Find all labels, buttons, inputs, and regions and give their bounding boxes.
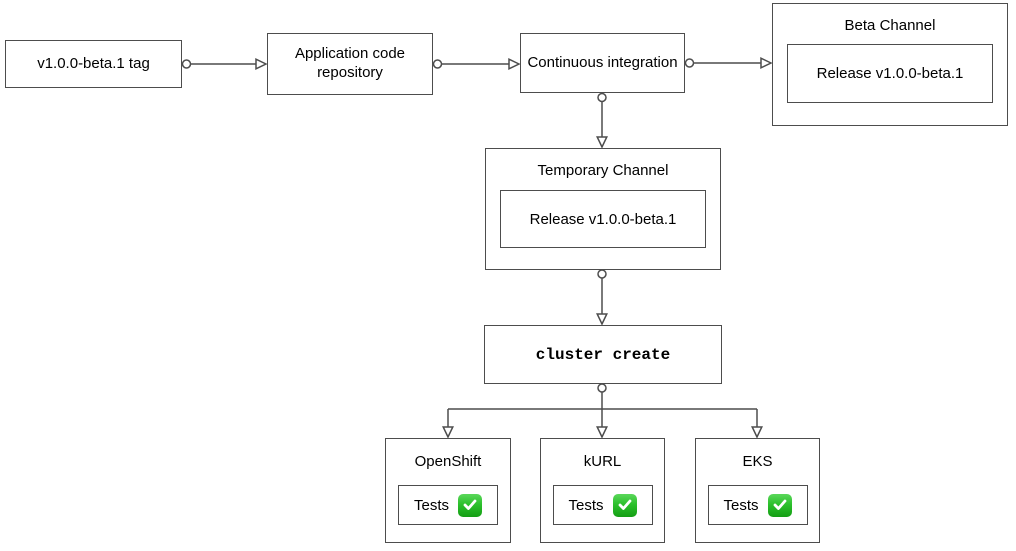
connector-cluster-create-to-clusters (442, 383, 763, 439)
check-mark-button-icon (458, 493, 482, 517)
tests-row: Tests (568, 493, 637, 517)
tests-label: Tests (568, 496, 604, 514)
check-mark-button-icon (612, 493, 637, 517)
node-beta-channel: Beta Channel Release v1.0.0-beta.1 (772, 3, 1008, 126)
cluster-kurl-tests-box: Tests (552, 485, 653, 525)
cluster-kurl-title: kURL (583, 453, 622, 470)
connector-repo-to-ci (432, 58, 521, 70)
cluster-openshift-tests-box: Tests (398, 485, 498, 525)
tests-label: Tests (413, 496, 449, 514)
cluster-openshift-title: OpenShift (414, 453, 482, 470)
check-mark-button-icon (767, 493, 792, 517)
temporary-channel-title: Temporary Channel (537, 162, 669, 179)
connector-tag-to-repo (181, 58, 268, 70)
temporary-channel-release-box: Release v1.0.0-beta.1 (500, 190, 706, 248)
node-cluster-openshift: OpenShift Tests (385, 438, 511, 543)
node-cluster-create: cluster create (484, 325, 722, 384)
beta-channel-release-box: Release v1.0.0-beta.1 (787, 44, 993, 103)
connector-temporary-channel-to-cluster-create (596, 269, 608, 326)
temporary-channel-release-label: Release v1.0.0-beta.1 (529, 210, 677, 228)
node-temporary-channel: Temporary Channel Release v1.0.0-beta.1 (485, 148, 721, 270)
node-cluster-create-label: cluster create (535, 345, 671, 364)
beta-channel-release-label: Release v1.0.0-beta.1 (816, 65, 964, 82)
beta-channel-title: Beta Channel (844, 17, 936, 34)
node-continuous-integration-label: Continuous integration (527, 53, 678, 71)
connector-ci-to-beta-channel (684, 57, 773, 69)
node-application-code-repository: Application code repository (267, 33, 433, 95)
node-cluster-eks: EKS Tests (695, 438, 820, 543)
tests-row: Tests (413, 493, 482, 517)
node-application-code-repository-label: Application code repository (294, 45, 406, 81)
node-cluster-kurl: kURL Tests (540, 438, 665, 543)
cluster-eks-title: EKS (742, 453, 773, 470)
node-version-tag: v1.0.0-beta.1 tag (5, 40, 182, 88)
cluster-eks-tests-box: Tests (707, 485, 808, 525)
tests-row: Tests (723, 493, 792, 517)
connector-ci-to-temporary-channel (596, 92, 608, 149)
tests-label: Tests (723, 496, 759, 514)
node-version-tag-label: v1.0.0-beta.1 tag (37, 54, 150, 72)
node-continuous-integration: Continuous integration (520, 33, 685, 93)
